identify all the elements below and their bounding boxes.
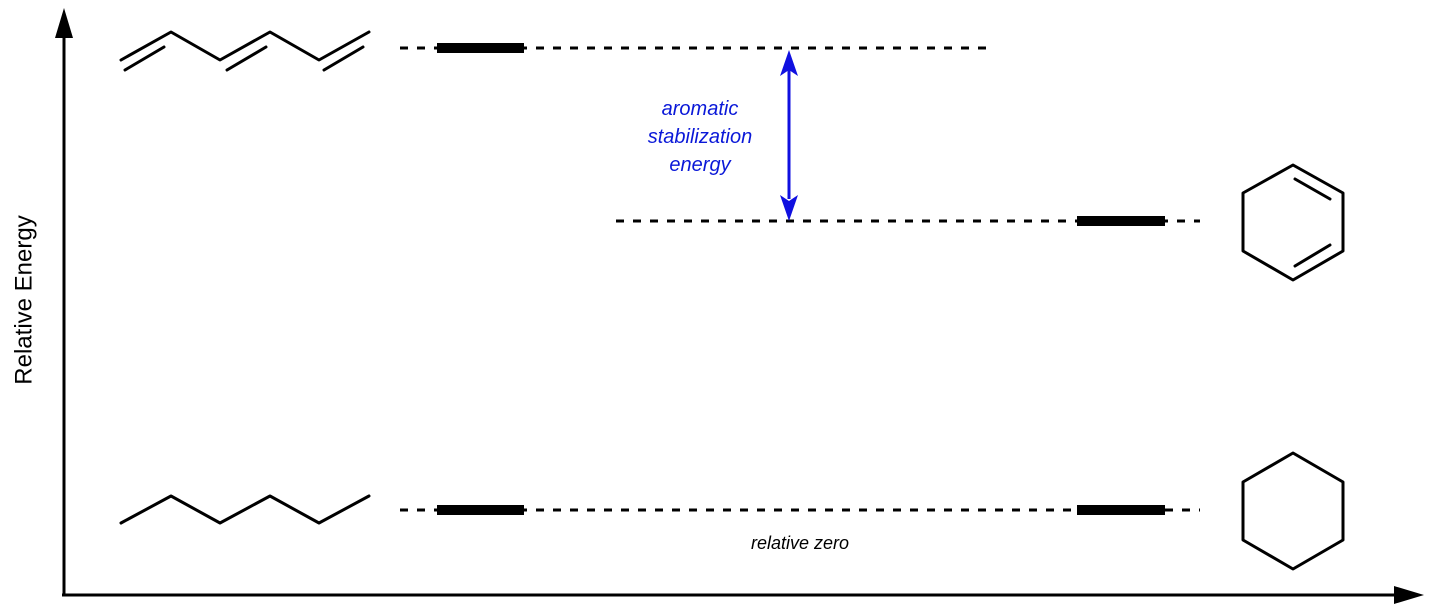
ase-line-1: aromatic [661,98,739,120]
y-axis-label: Relative Energy [10,215,38,385]
y-axis-label-container: Relative Energy [0,0,37,384]
x-axis-arrowhead [1394,586,1424,604]
ase-line-2: stabilization [647,126,753,148]
ase-line-3: energy [669,154,731,176]
energy-levels [400,43,1200,515]
aromatic-stabilization-label: aromatic stabilization energy [610,95,790,179]
stabilization-arrow [780,50,798,221]
y-axis-arrowhead [55,8,73,38]
hexane-structure [119,494,371,525]
hexatriene-structure [119,30,371,72]
benzene-structure [1241,163,1345,282]
axes [55,8,1424,604]
cyclohexane-structure [1241,451,1345,571]
relative-zero-label: relative zero [750,533,850,553]
